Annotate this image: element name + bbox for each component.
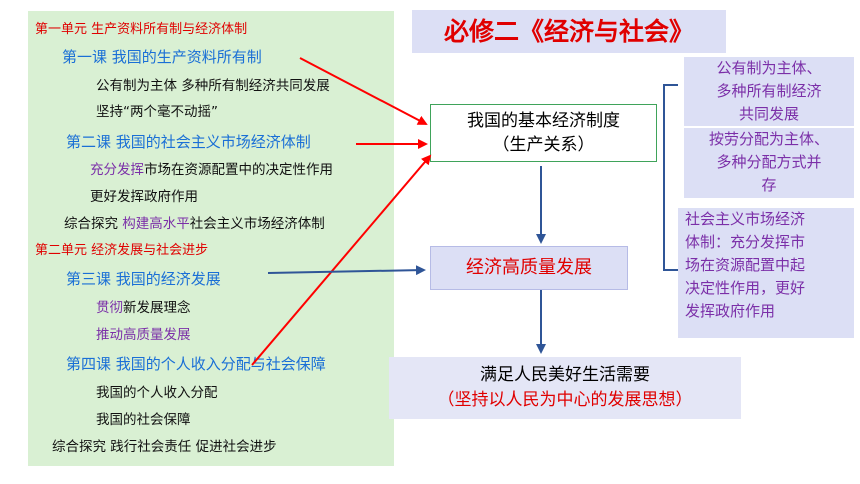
lesson-1-title: 第一课 我国的生产资料所有制 — [62, 48, 262, 66]
lesson-3-item-1: 贯彻新发展理念 — [96, 299, 191, 317]
exploration-1: 综合探究 构建高水平社会主义市场经济体制 — [64, 215, 325, 233]
basic-economic-system-box: 我国的基本经济制度 （生产关系） — [430, 104, 657, 162]
lesson-4-item-2: 我国的社会保障 — [96, 412, 191, 428]
market-line-5: 发挥政府作用 — [685, 302, 776, 320]
market-line-3: 场在资源配置中起 — [685, 256, 806, 274]
unit-1-title: 第一单元 生产资料所有制与经济体制 — [35, 22, 248, 37]
distribution-line-2: 多种分配方式并 — [716, 153, 822, 171]
lesson-2-title: 第二课 我国的社会主义市场经济体制 — [66, 133, 311, 151]
market-line-1: 社会主义市场经济 — [685, 210, 806, 228]
lesson-2-item-1-rest: 市场在资源配置中的决定性作用 — [144, 162, 333, 178]
lesson-2-item-1-highlight: 充分发挥 — [90, 162, 144, 178]
lesson-1-item-1: 公有制为主体 多种所有制经济共同发展 — [96, 78, 330, 94]
people-needs-label: 满足人民美好生活需要 — [480, 365, 650, 385]
exploration-1-prefix: 综合探究 — [64, 216, 123, 232]
page-title: 必修二《经济与社会》 — [412, 10, 726, 53]
arrow-lesson4-to-system — [251, 154, 432, 366]
distribution-line-3: 存 — [761, 176, 777, 194]
arrow-lesson1-to-system — [299, 57, 428, 125]
distribution-line-1: 按劳分配为主体、 — [708, 130, 829, 148]
ownership-line-2: 多种所有制经济 — [716, 82, 822, 100]
lesson-4-item-1: 我国的个人收入分配 — [96, 385, 218, 401]
course-outline-panel — [28, 11, 394, 466]
exploration-1-rest: 社会主义市场经济体制 — [189, 216, 325, 232]
ownership-line-1: 公有制为主体、 — [716, 59, 822, 77]
lesson-2-item-1: 充分发挥市场在资源配置中的决定性作用 — [90, 161, 333, 179]
lesson-4-title: 第四课 我国的个人收入分配与社会保障 — [66, 355, 326, 373]
lesson-3-title: 第三课 我国的经济发展 — [66, 270, 221, 288]
exploration-1-highlight: 构建高水平 — [122, 216, 190, 232]
lesson-1-item-2: 坚持“两个毫不动摇” — [96, 104, 218, 120]
lesson-2-item-2: 更好发挥政府作用 — [90, 189, 198, 205]
right-bracket — [663, 84, 678, 271]
ownership-line-3: 共同发展 — [738, 105, 799, 123]
exploration-2: 综合探究 践行社会责任 促进社会进步 — [52, 439, 277, 455]
market-economy-box: 社会主义市场经济 体制：充分发挥市 场在资源配置中起 决定性作用，更好 发挥政府… — [678, 208, 854, 338]
market-line-2: 体制：充分发挥市 — [685, 233, 806, 251]
high-quality-development-box: 经济高质量发展 — [430, 246, 628, 290]
lesson-3-item-2: 推动高质量发展 — [96, 327, 191, 343]
people-needs-box: 满足人民美好生活需要 （坚持以人民为中心的发展思想） — [389, 357, 741, 419]
people-centered-label: （坚持以人民为中心的发展思想） — [437, 390, 693, 410]
basic-economic-system-label: 我国的基本经济制度 — [467, 111, 620, 131]
production-relations-label: （生产关系） — [492, 135, 595, 155]
lesson-3-item-1-highlight: 贯彻 — [96, 300, 123, 316]
lesson-3-item-1-rest: 新发展理念 — [123, 300, 191, 316]
market-line-4: 决定性作用，更好 — [685, 279, 806, 297]
distribution-box: 按劳分配为主体、 多种分配方式并 存 — [684, 128, 854, 198]
arrow-lesson3-to-quality — [267, 265, 426, 276]
ownership-box: 公有制为主体、 多种所有制经济 共同发展 — [684, 57, 854, 126]
unit-2-title: 第二单元 经济发展与社会进步 — [35, 243, 209, 258]
